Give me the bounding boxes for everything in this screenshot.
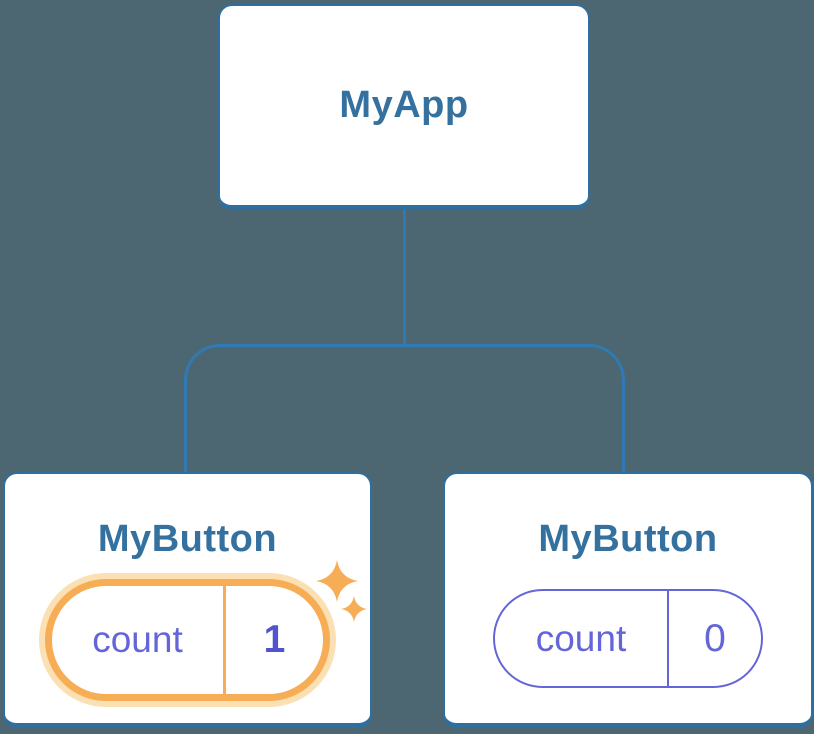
node-mybutton-left: MyButton count 1 [3, 472, 372, 728]
node-label: MyButton [538, 518, 718, 560]
connector-bracket [184, 344, 625, 472]
state-pill-highlight-ring: count 1 [39, 573, 336, 707]
pill-divider [223, 586, 226, 694]
node-mybutton-right: MyButton count 0 [443, 472, 813, 728]
node-label: MyButton [97, 518, 278, 560]
sparkle-icon [316, 560, 358, 602]
node-label: MyApp [339, 84, 469, 126]
state-pill: count 0 [493, 589, 763, 688]
state-key: count [92, 619, 183, 660]
node-myapp: MyApp [218, 4, 590, 210]
state-key: count [535, 617, 627, 659]
connector-stem [403, 208, 406, 346]
state-pill-updated: count 1 [45, 579, 330, 701]
state-value: 1 [263, 618, 286, 661]
state-value: 0 [704, 616, 726, 660]
sparkle-icon [341, 596, 367, 622]
pill-divider [667, 591, 669, 686]
